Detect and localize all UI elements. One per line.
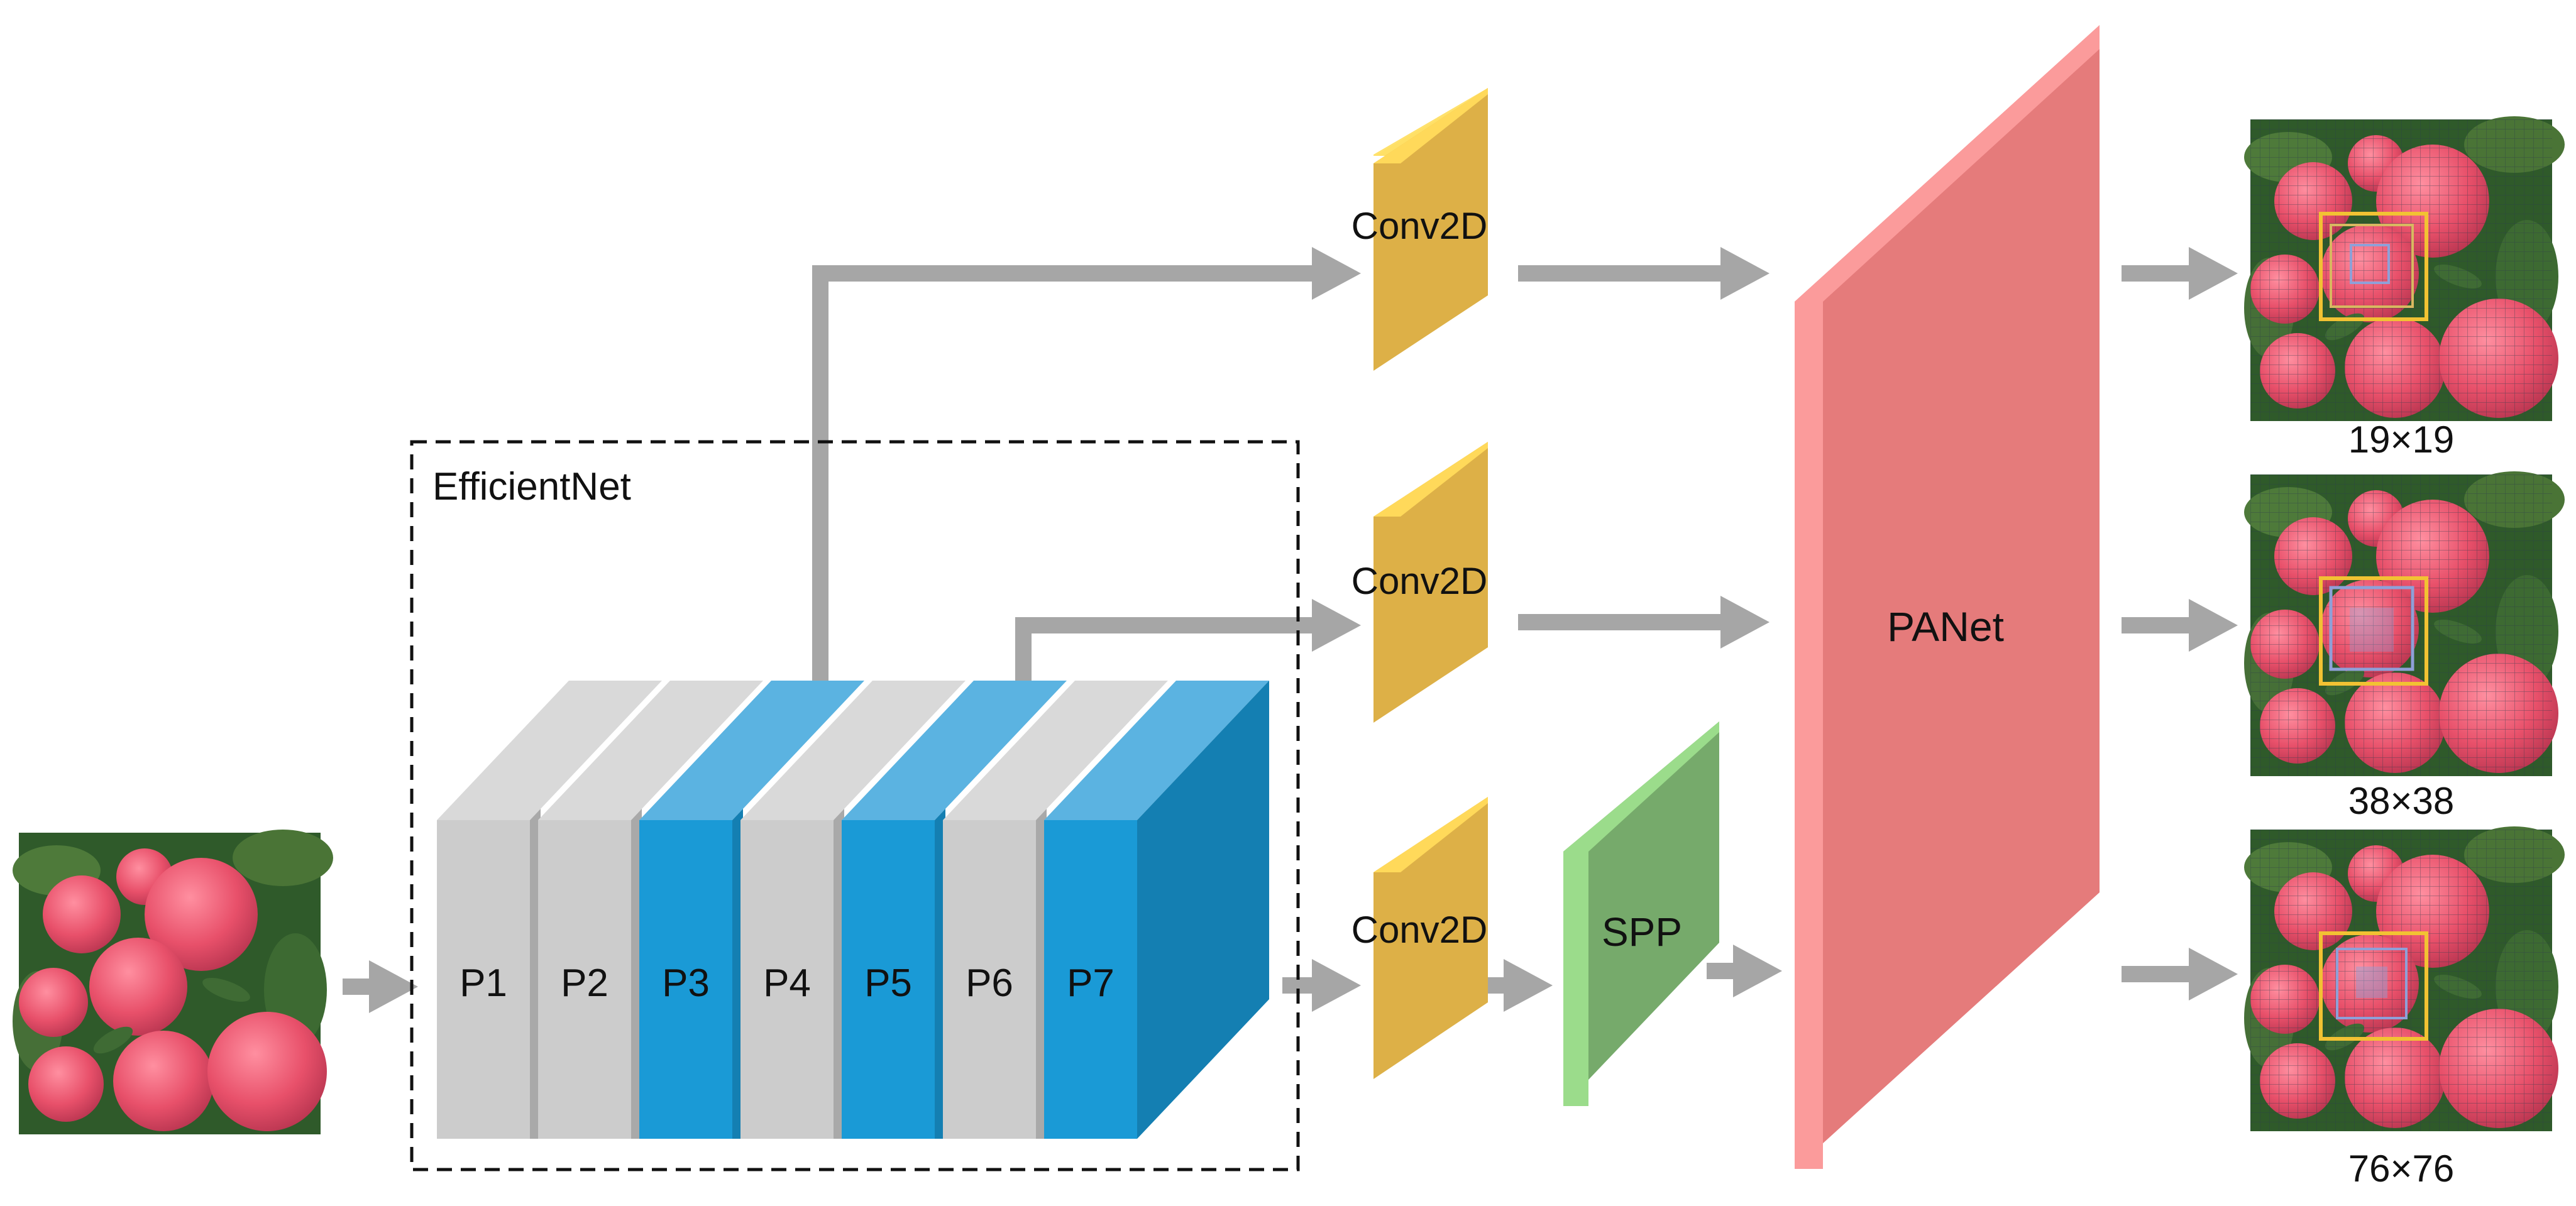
- backbone-block-label: P5: [864, 962, 912, 1005]
- backbone-block-p5: P5: [842, 681, 1067, 1139]
- conv2d-top: Conv2D: [1351, 88, 1488, 371]
- spp-block: SPP: [1563, 721, 1719, 1106]
- backbone-block-p6: P6: [943, 681, 1168, 1139]
- arrow-panet-to-76-head: [2189, 948, 2238, 1000]
- conv2d-top-label: Conv2D: [1351, 205, 1488, 247]
- arrow-spp-to-panet-head: [1733, 945, 1782, 997]
- conv2d-bottom: Conv2D: [1351, 797, 1488, 1079]
- arrow-p7-to-conv2d-bottom-head: [1312, 959, 1361, 1012]
- arrow-panet-to-19-head: [2189, 247, 2238, 300]
- panet-block: PANet: [1795, 25, 2100, 1169]
- arrow-conv2d-to-spp-head: [1504, 959, 1553, 1012]
- backbone-block-label: P6: [966, 962, 1013, 1005]
- arrow-p4-to-conv2d-top-shaft: [812, 265, 1323, 685]
- output-19: [2244, 116, 2565, 421]
- backbone-blocks: P1 P2 P3 P4 P5 P6 P7: [437, 681, 1269, 1139]
- backbone-block-p7: P7: [1044, 681, 1269, 1139]
- conv2d-bottom-label: Conv2D: [1351, 909, 1488, 951]
- conv2d-middle: Conv2D: [1351, 442, 1488, 723]
- panet-label: PANet: [1887, 603, 2004, 650]
- arrow-input-to-backbone-head: [369, 960, 418, 1013]
- arrow-p6-to-conv2d-middle-head: [1312, 599, 1361, 652]
- efficientnet-boundary: [410, 440, 1300, 1171]
- spp-label: SPP: [1602, 909, 1682, 955]
- output-19-label: 19×19: [2348, 419, 2455, 461]
- backbone-block-p3: P3: [639, 681, 864, 1139]
- arrow-panet-to-38-head: [2189, 599, 2238, 652]
- output-76-label: 76×76: [2348, 1148, 2455, 1190]
- backbone-block-p4: P4: [740, 681, 966, 1139]
- backbone-block-label: P1: [460, 962, 507, 1005]
- conv2d-middle-label: Conv2D: [1351, 560, 1488, 602]
- connector-arrows: [343, 247, 2238, 1013]
- arrow-conv2d-middle-to-panet-head: [1720, 596, 1770, 649]
- arrow-p4-to-conv2d-top-head: [1312, 247, 1361, 300]
- output-38: [2244, 471, 2565, 776]
- backbone-block-label: P4: [763, 962, 811, 1005]
- backbone-block-label: P7: [1067, 962, 1115, 1005]
- input-image: [13, 830, 333, 1134]
- backbone-block-label: P3: [662, 962, 710, 1005]
- arrow-p6-to-conv2d-middle-shaft: [1015, 617, 1323, 682]
- efficientnet-title: EfficientNet: [432, 465, 631, 508]
- backbone-block-p1: P1: [437, 681, 662, 1139]
- backbone-block-label: P2: [561, 962, 608, 1005]
- output-38-label: 38×38: [2348, 780, 2455, 822]
- output-76: [2244, 826, 2565, 1131]
- backbone-block-p2: P2: [538, 681, 763, 1139]
- arrow-conv2d-top-to-panet-head: [1720, 247, 1770, 300]
